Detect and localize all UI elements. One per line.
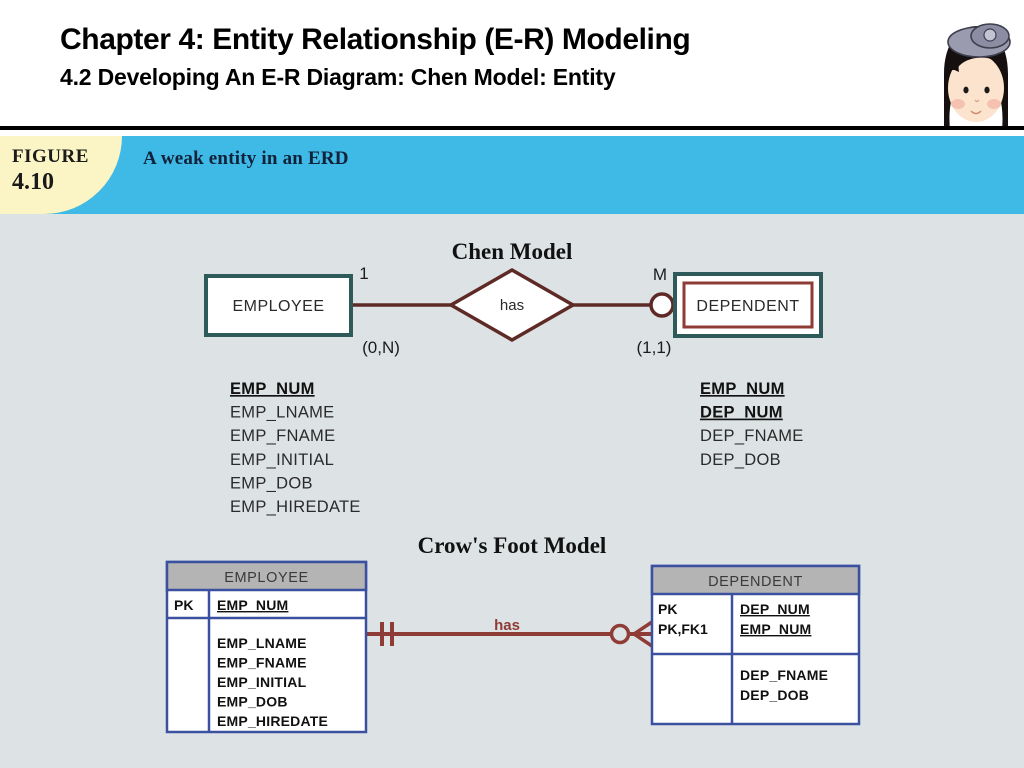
chen-dependent-attribute-2: DEP_FNAME [700,427,804,445]
figure-banner: FIGURE 4.10 A weak entity in an ERD [0,136,1024,214]
chen-employee-attribute-3: EMP_INITIAL [230,451,334,469]
crows-foot-dependent-title: DEPENDENT [708,574,803,590]
chen-employee-attribute-5: EMP_HIREDATE [230,498,361,516]
figure-body: Chen Model EMPLOYEE 1 (0,N) has DEPENDEN… [0,214,1024,768]
figure-number-tab: FIGURE 4.10 [0,136,122,214]
crows-foot-dependent-key-marker-0: PK [658,601,677,617]
crows-foot-employee-attribute-2: EMP_INITIAL [217,674,307,690]
crows-foot-dependent-key-marker-1: PK,FK1 [658,621,708,637]
chen-dependent-attribute-0: EMP_NUM [700,380,785,398]
chen-relationship-has: has [447,267,577,343]
crows-foot-dependent-key-attribute-1: EMP_NUM [740,621,811,637]
chen-entity-dependent: DEPENDENT [673,272,823,338]
page-title: Chapter 4: Entity Relationship (E-R) Mod… [60,23,691,56]
figure-number: 4.10 [12,169,54,195]
crows-foot-employee-attribute-1: EMP_FNAME [217,655,307,671]
crows-foot-dependent-attribute-0: DEP_FNAME [740,667,828,683]
chen-entity-dependent-label: DEPENDENT [696,298,799,315]
crows-foot-table-dependent: DEPENDENT PK DEP_NUM PK,FK1 EMP_NUM DEP_FNAM… [650,564,861,726]
crows-foot-employee-title: EMPLOYEE [224,570,309,586]
chen-employee-attribute-list: EMP_NUM EMP_LNAME EMP_FNAME EMP_INITIAL EMP_… [230,380,361,516]
chen-entity-employee: EMPLOYEE [204,274,353,337]
crows-foot-employee-attribute-4: EMP_HIREDATE [217,713,328,729]
chen-employee-attribute-0: EMP_NUM [230,380,315,398]
crows-foot-dependent-key-attribute-0: DEP_NUM [740,601,810,617]
chen-cardinality-right-top: M [653,265,667,284]
crows-foot-relationship-label: has [494,617,520,634]
crows-foot-employee-attribute-0: EMP_LNAME [217,635,307,651]
chen-existence-circle [649,292,675,318]
chen-employee-attribute-2: EMP_FNAME [230,427,335,445]
mascot-face-icon [944,23,1011,130]
cardinality-optional-circle-icon [609,623,631,645]
page-subtitle: 4.2 Developing An E-R Diagram: Chen Mode… [60,64,616,90]
crows-foot-employee-key-marker-0: PK [174,597,193,613]
chen-model-title: Chen Model [452,239,573,264]
chen-entity-employee-label: EMPLOYEE [232,298,324,315]
mascot-avatar [930,12,1022,130]
chen-cardinality-right-bottom: (1,1) [637,338,672,357]
chen-dependent-attribute-1: DEP_NUM [700,404,783,422]
crows-foot-dependent-attribute-1: DEP_DOB [740,687,809,703]
chen-dependent-attribute-3: DEP_DOB [700,451,781,469]
chen-cardinality-left-top: 1 [359,264,368,283]
figure-caption: A weak entity in an ERD [143,148,349,169]
slide-header: Chapter 4: Entity Relationship (E-R) Mod… [0,0,1024,130]
chen-employee-attribute-4: EMP_DOB [230,474,313,492]
crows-foot-many-icon [633,620,653,648]
title-block: Chapter 4: Entity Relationship (E-R) Mod… [60,22,930,92]
crows-foot-model-title: Crow's Foot Model [418,533,607,558]
figure-label: FIGURE [12,146,89,167]
erd-diagram: Chen Model EMPLOYEE 1 (0,N) has DEPENDEN… [165,239,861,734]
crows-foot-employee-attribute-3: EMP_DOB [217,694,288,710]
crows-foot-table-employee: EMPLOYEE PK EMP_NUM EMP_LNAME EMP_FNAME EMP_… [165,560,368,734]
chen-cardinality-left-bottom: (0,N) [362,338,400,357]
header-divider [0,126,1024,130]
chen-relationship-label: has [500,297,524,314]
chen-dependent-attribute-list: EMP_NUM DEP_NUM DEP_FNAME DEP_DOB [700,380,804,469]
chen-employee-attribute-1: EMP_LNAME [230,404,334,422]
crows-foot-employee-key-attribute-0: EMP_NUM [217,597,288,613]
